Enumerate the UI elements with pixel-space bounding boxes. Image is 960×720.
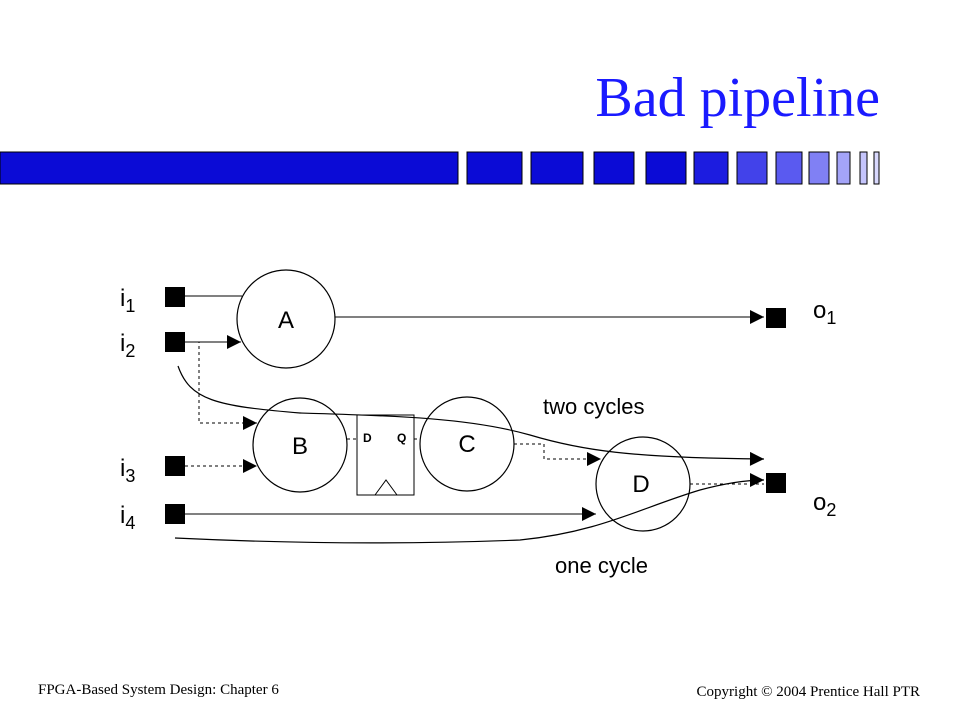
input-pin-i3 [165, 456, 185, 476]
output-label-o2: o2 [813, 489, 836, 520]
output-pin-o1 [766, 308, 786, 328]
bar-seg-6 [736, 151, 768, 185]
input-label-i2: i2 [120, 330, 135, 361]
bar-seg-4 [645, 151, 687, 185]
title-decoration-bar [0, 151, 880, 185]
block-a [236, 269, 336, 369]
slide-title: Bad pipeline [595, 67, 880, 129]
bar-long [0, 151, 459, 185]
input-pin-i2 [165, 332, 185, 352]
two-cycles-annotation: two cycles [543, 394, 644, 419]
input-label-i3: i3 [120, 455, 135, 486]
bar-seg-5 [693, 151, 729, 185]
bar-seg-7 [775, 151, 803, 185]
block-a-label: A [278, 307, 294, 334]
flipflop-register [356, 414, 415, 496]
bar-seg-11 [873, 151, 880, 185]
one-cycle-path [174, 473, 765, 544]
block-d-label: D [632, 471, 649, 498]
input-pin-i4 [165, 504, 185, 524]
clock-triangle-icon [374, 479, 398, 496]
footer-left: FPGA-Based System Design: Chapter 6 [38, 682, 279, 698]
two-cycle-path [177, 365, 765, 466]
bar-seg-10 [859, 151, 868, 185]
block-b-label: B [292, 433, 308, 460]
bar-seg-8 [808, 151, 830, 185]
bar-seg-1 [466, 151, 523, 185]
flipflop-q-pin: Q [397, 431, 406, 445]
output-pin-o2 [766, 473, 786, 493]
output-label-o1: o1 [813, 297, 836, 328]
block-b [252, 397, 348, 493]
wire-i2-to-b [185, 341, 257, 430]
input-label-i1: i1 [120, 285, 135, 316]
input-pin-i1 [165, 287, 185, 307]
wire-c-to-d [514, 443, 601, 466]
bar-seg-3 [593, 151, 635, 185]
one-cycle-annotation: one cycle [555, 553, 648, 578]
block-c-label: C [458, 431, 475, 458]
footer-right: Copyright © 2004 Prentice Hall PTR [696, 684, 920, 700]
flipflop-d-pin: D [363, 431, 372, 445]
input-label-i4: i4 [120, 502, 135, 533]
bar-seg-2 [530, 151, 584, 185]
bar-seg-9 [836, 151, 851, 185]
